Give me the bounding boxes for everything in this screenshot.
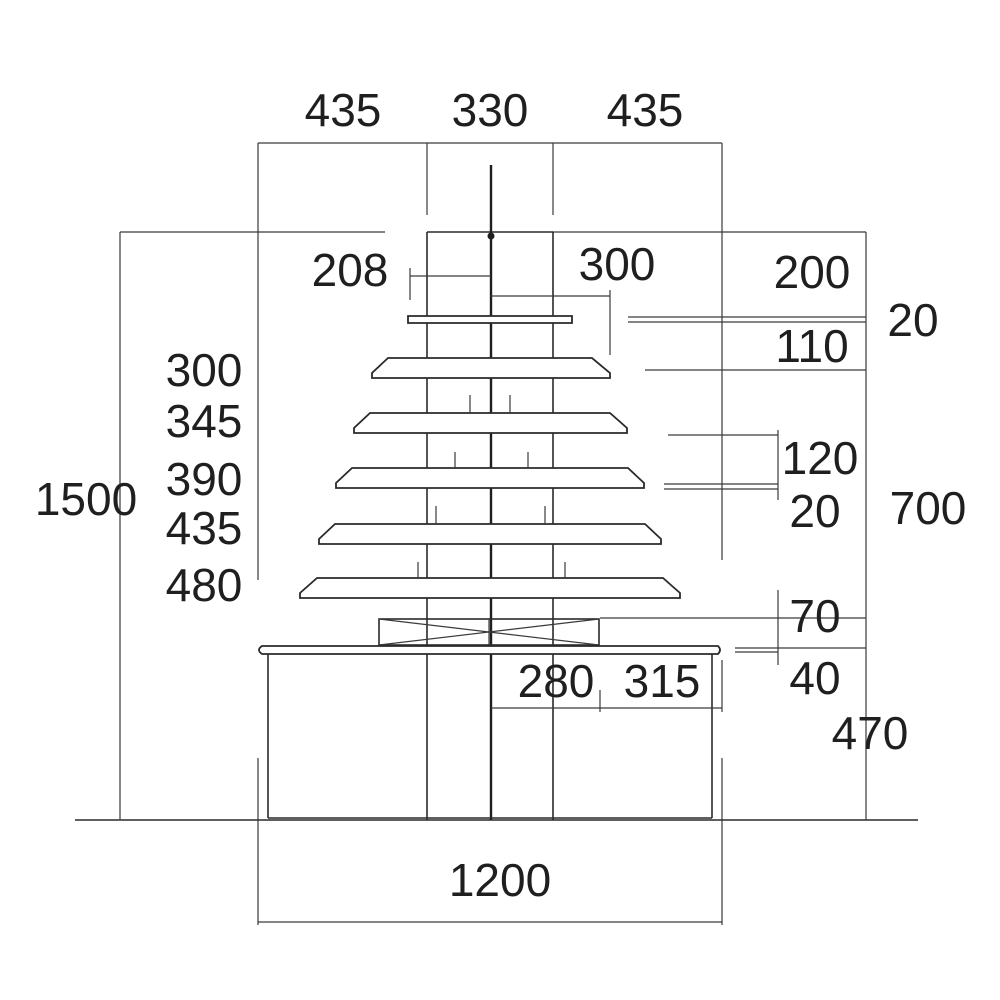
- label-right-70: 70: [789, 590, 840, 642]
- label-base-280: 280: [518, 655, 595, 707]
- label-top-shelf-gap: 300: [579, 238, 656, 290]
- label-shelf-435: 435: [166, 502, 243, 554]
- shelf-tier-5: [318, 506, 662, 545]
- shelf-tier-2: [371, 357, 611, 379]
- central-pole: [487, 165, 495, 820]
- label-right-470: 470: [832, 707, 909, 759]
- shelf-tier-1: [407, 315, 573, 324]
- label-right-20-top: 20: [887, 294, 938, 346]
- label-right-110: 110: [775, 320, 848, 372]
- label-bottom-width: 1200: [449, 854, 551, 906]
- label-right-120: 120: [782, 432, 859, 484]
- label-shelf-480: 480: [166, 559, 243, 611]
- shelf-tier-4: [335, 452, 645, 489]
- base-table: [258, 645, 721, 819]
- label-top-right: 435: [607, 84, 684, 136]
- label-right-40: 40: [789, 652, 840, 704]
- shelf-tier-3: [353, 395, 628, 434]
- label-shelf-345: 345: [166, 395, 243, 447]
- label-top-left: 435: [305, 84, 382, 136]
- label-total-height: 1500: [35, 473, 137, 525]
- label-right-200: 200: [774, 246, 851, 298]
- shelf-tier-6: [299, 562, 681, 599]
- pole-dimension-leaders: [409, 268, 611, 355]
- cross-brace-frame: [378, 618, 600, 646]
- base-radius-dimension: [491, 660, 723, 712]
- height-dimension: [119, 231, 385, 820]
- top-dimension: [257, 142, 723, 580]
- label-shelf-300: 300: [166, 344, 243, 396]
- bottom-width-dimension: [257, 758, 723, 925]
- label-pole-offset: 208: [312, 244, 389, 296]
- label-base-315: 315: [624, 655, 701, 707]
- right-dimensions: [552, 231, 867, 820]
- label-shelf-390: 390: [166, 453, 243, 505]
- label-top-center: 330: [452, 84, 529, 136]
- label-right-20-mid: 20: [789, 485, 840, 537]
- label-right-700: 700: [890, 482, 967, 534]
